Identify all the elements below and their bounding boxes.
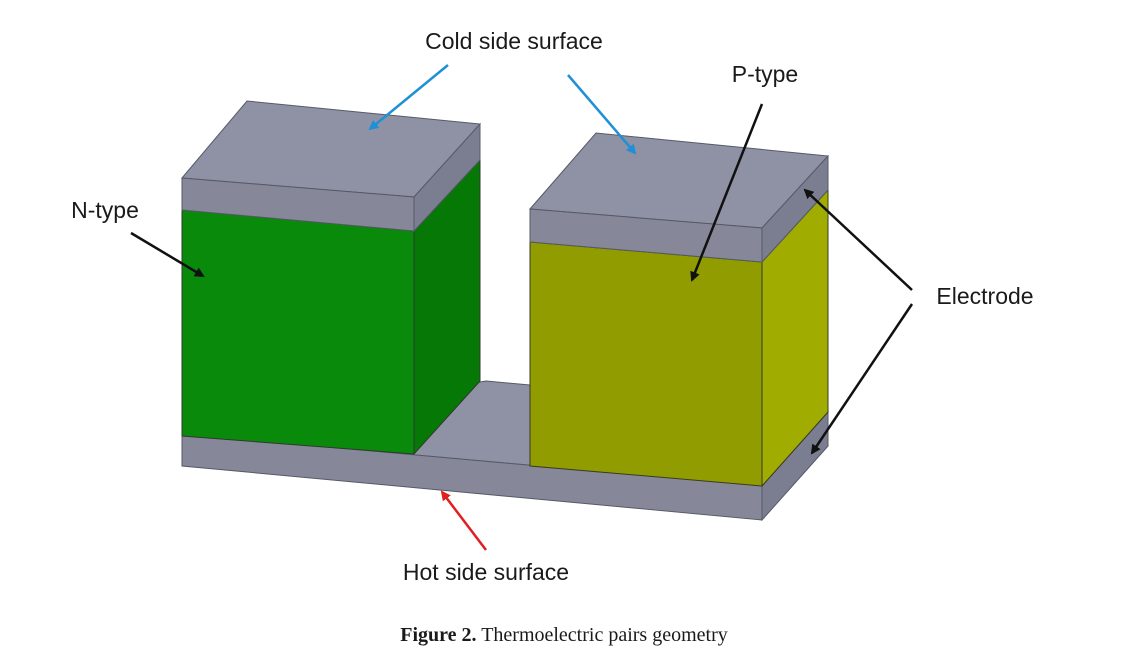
p-type-arrow — [690, 103, 764, 282]
thermoelectric-diagram: Cold side surface P-type N-type Electrod… — [71, 28, 1033, 585]
electrode-arrow-top — [803, 188, 913, 291]
n-type-front-face — [181, 209, 415, 455]
n-type-arrow — [130, 231, 205, 278]
p-type-front-face — [529, 241, 763, 487]
p-type-electrode-side — [761, 154, 829, 264]
n-type-leg — [180, 100, 482, 456]
electrode-label: Electrode — [936, 283, 1033, 309]
cold-side-arrow-left — [368, 64, 449, 131]
cold-side-arrow-right — [567, 74, 637, 155]
p-type-label: P-type — [732, 61, 798, 87]
electrode-arrow-bottom — [810, 303, 914, 455]
p-type-leg — [528, 132, 830, 488]
n-type-label: N-type — [71, 197, 139, 223]
caption-label: Figure 2. — [400, 624, 477, 646]
hot-side-label: Hot side surface — [403, 559, 569, 585]
figure-caption: Figure 2. Thermoelectric pairs geometry — [0, 624, 1128, 647]
n-type-electrode-side — [413, 122, 481, 233]
hot-side-arrow — [440, 490, 487, 551]
cold-side-label: Cold side surface — [425, 28, 603, 54]
caption-text: Thermoelectric pairs geometry — [481, 624, 728, 646]
